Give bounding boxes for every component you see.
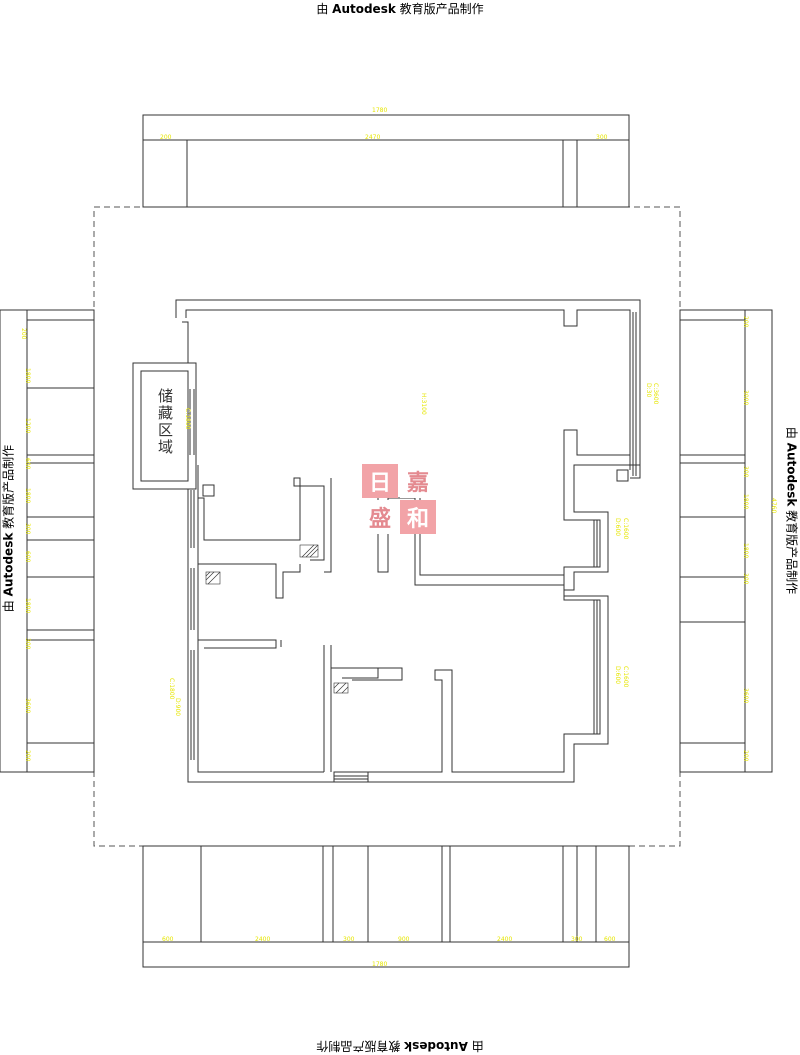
svg-text:600: 600 [604, 936, 616, 943]
svg-text:300: 300 [343, 936, 355, 943]
svg-text:1200: 1200 [24, 418, 31, 433]
right-window-mid-2-label: D:600 [614, 518, 621, 536]
svg-text:1800: 1800 [742, 494, 749, 509]
logo-char-4: 和 [400, 500, 436, 534]
svg-text:300: 300 [24, 638, 31, 650]
top-elevation [142, 114, 630, 208]
svg-text:2400: 2400 [497, 936, 512, 943]
svg-text:1800: 1800 [24, 488, 31, 503]
svg-text:600: 600 [162, 936, 174, 943]
right-window-top-2-label: D:30 [645, 383, 652, 397]
watermark-right: 由 Autodesk 教育版产品制作 [784, 421, 800, 601]
watermark-suffix: 教育版产品制作 [784, 510, 799, 595]
svg-text:600: 600 [24, 551, 31, 563]
logo-char-2: 嘉 [400, 464, 436, 498]
svg-text:200: 200 [24, 750, 31, 762]
left-window-bottom-label: C:1800 [168, 678, 175, 700]
svg-text:200: 200 [742, 316, 749, 328]
svg-text:300: 300 [596, 134, 608, 141]
svg-text:200: 200 [160, 134, 172, 141]
left-window-bottom-2-label: D:900 [174, 698, 181, 716]
column-markers [205, 544, 349, 694]
watermark-brand: Autodesk [1, 532, 16, 597]
watermark-left: 由 Autodesk 教育版产品制作 [0, 439, 17, 619]
bottom-elevation [142, 845, 630, 968]
svg-text:300: 300 [742, 573, 749, 585]
watermark-bottom: 由 Autodesk 教育版产品制作 [0, 1038, 800, 1055]
watermark-prefix: 由 [316, 2, 329, 16]
right-window-low-2-label: D:600 [614, 666, 621, 684]
svg-text:900: 900 [398, 936, 410, 943]
storage-room [132, 362, 197, 490]
watermark-prefix: 由 [784, 426, 799, 439]
svg-text:3600: 3600 [24, 698, 31, 713]
right-window-top-label: C:3600 [652, 383, 659, 405]
watermark-prefix: 由 [471, 1039, 484, 1053]
logo-char-3: 盛 [362, 500, 398, 534]
watermark-prefix: 由 [1, 600, 16, 613]
logo-char-1: 日 [362, 464, 398, 498]
right-elevation [679, 309, 773, 773]
main-height-label: H:3100 [420, 393, 427, 415]
svg-text:1800: 1800 [742, 543, 749, 558]
watermark-suffix: 教育版产品制作 [399, 2, 484, 16]
svg-text:3000: 3000 [742, 390, 749, 405]
svg-text:300: 300 [742, 466, 749, 478]
svg-text:200: 200 [742, 750, 749, 762]
svg-text:4760: 4760 [770, 498, 777, 513]
right-window-low-label: C:1600 [622, 666, 629, 688]
svg-text:300: 300 [24, 523, 31, 535]
right-window-mid-label: C:1600 [622, 518, 629, 540]
watermark-top: 由 Autodesk 教育版产品制作 [0, 0, 800, 17]
watermark-brand: Autodesk [332, 2, 396, 16]
svg-text:200: 200 [20, 328, 27, 340]
svg-text:2470: 2470 [365, 134, 380, 141]
svg-text:1780: 1780 [372, 961, 387, 968]
svg-text:600: 600 [24, 458, 31, 470]
svg-text:1800: 1800 [24, 368, 31, 383]
watermark-suffix: 教育版产品制作 [316, 1039, 401, 1053]
svg-text:3600: 3600 [742, 688, 749, 703]
svg-text:1780: 1780 [372, 107, 387, 114]
watermark-suffix: 教育版产品制作 [1, 444, 16, 529]
storage-room-label: 储藏区域 [156, 388, 174, 456]
watermark-brand: Autodesk [404, 1039, 468, 1053]
svg-text:2400: 2400 [255, 936, 270, 943]
interior-dimensions: H:3100 C:1800 C:1800 D:900 C:3600 D:30 C… [168, 383, 659, 716]
watermark-brand: Autodesk [784, 442, 799, 507]
elevation-dimensions: 1780 200 2470 300 600 2400 300 900 2400 … [20, 107, 777, 968]
company-logo: 日 嘉 盛 和 [362, 464, 438, 536]
left-window-top-label: C:1800 [184, 408, 191, 430]
svg-text:300: 300 [571, 936, 583, 943]
left-elevation [0, 309, 95, 773]
outer-walls [175, 299, 641, 783]
svg-text:1800: 1800 [24, 598, 31, 613]
